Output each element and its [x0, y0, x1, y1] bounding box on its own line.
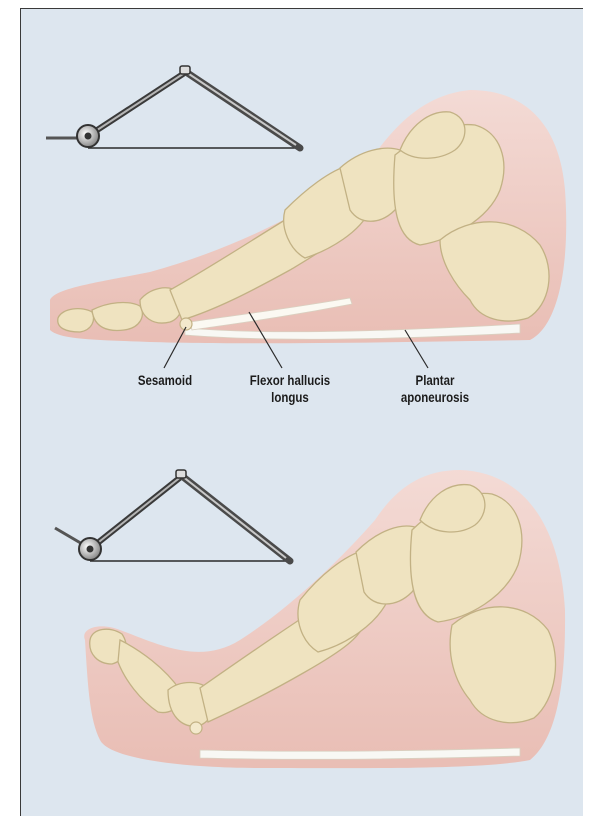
short-strut-highlight — [90, 476, 182, 549]
long-strut-highlight — [182, 476, 286, 558]
foot-illustration-bottom — [84, 470, 565, 768]
pulley-axle — [87, 546, 94, 553]
label-plantar-line1: Plantar — [390, 372, 480, 389]
foot-illustration-top — [50, 90, 566, 343]
long-strut-highlight — [186, 72, 296, 145]
handle-bar — [55, 528, 84, 545]
distal-phalanx — [58, 309, 94, 332]
label-sesamoid: Sesamoid — [128, 372, 202, 389]
windlass-diagram-bottom — [55, 470, 290, 561]
label-plantar-line2: aponeurosis — [390, 389, 480, 406]
windlass-diagram-top — [46, 66, 302, 148]
hinge-joint — [180, 66, 190, 74]
label-flexor-hallucis-longus: Flexor hallucis longus — [241, 372, 339, 406]
pulley-axle — [85, 133, 92, 140]
label-sesamoid-text: Sesamoid — [138, 372, 192, 388]
label-flexor-line1: Flexor hallucis — [241, 372, 339, 389]
short-strut-highlight — [88, 72, 186, 136]
sesamoid-bone — [190, 722, 202, 734]
label-flexor-line2: longus — [241, 389, 339, 406]
hinge-joint — [176, 470, 186, 478]
label-plantar-aponeurosis: Plantar aponeurosis — [390, 372, 480, 406]
